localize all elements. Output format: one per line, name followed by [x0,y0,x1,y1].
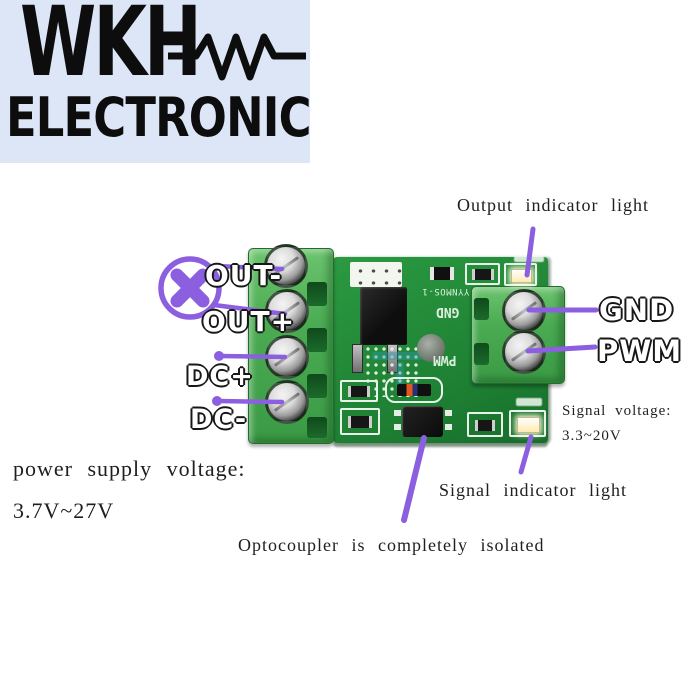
callout-optocoupler: Optocoupler is completely isolated [238,535,545,555]
callout-line-optocoupler [401,435,427,523]
diode-box [385,377,443,403]
trace-highlight [372,352,422,360]
solder-pad [394,410,401,416]
terminal-screw-dc-minus [265,380,309,424]
silkscreen-gnd-text: GND [436,304,460,319]
silkscreen-marking [514,256,544,262]
solder-pad [394,424,401,430]
callout-signal-voltage-title: Signal voltage: [562,403,672,419]
solder-pad [445,424,452,430]
smd-resistor-box [340,380,378,402]
smd-diode [397,384,431,396]
terminal-notch [307,417,327,438]
terminal-notch [307,374,327,398]
terminal-notch [307,282,327,306]
solder-pad [445,410,452,416]
smd-component [430,267,454,280]
trace-highlight [396,362,404,388]
signal-led-box [509,410,546,437]
silkscreen-pwm-text: PWM [433,352,457,367]
terminal-notch [474,343,489,365]
terminal-notch [474,298,489,320]
resistor-zigzag-icon [168,33,306,81]
mosfet-chip [360,287,407,345]
cross-x-icon [170,268,210,308]
callout-output-indicator: Output indicator light [457,195,649,215]
pin-label-dc-plus: DC+ [186,361,254,392]
pin-label-pwm: PWM [597,334,683,368]
optocoupler-ic [402,406,443,437]
silkscreen-marking [516,398,542,406]
output-led-box [504,263,537,286]
output-indicator-led [511,269,532,283]
smd-resistor-box [467,412,503,437]
terminal-screw-out-minus [264,244,308,288]
pin-label-dc-minus: DC- [190,404,248,435]
callout-power-supply-range: 3.7V~27V [13,498,115,523]
brand-subtitle-text: ELECTRONIC [6,86,311,149]
brand-logo: WKH ELECTRONIC [0,0,311,163]
signal-indicator-led [517,417,540,433]
callout-signal-voltage-range: 3.3~20V [562,428,622,444]
mounting-spot [417,334,445,362]
pin-label-out-minus: OUT- [205,259,283,292]
callout-power-supply-title: power supply voltage: [13,456,246,481]
pin-label-out-plus: OUT+ [202,305,296,338]
cross-x-icon [170,268,210,308]
pin-label-gnd: GND [599,293,675,327]
mosfet-leg [352,344,363,373]
terminal-screw-pwm [502,330,546,374]
callout-dot [214,351,224,361]
terminal-notch [307,328,327,352]
smd-resistor-box [340,408,380,435]
solder-pad-block [350,262,402,287]
terminal-screw-dc-plus [265,335,309,379]
silkscreen-model-text: YYNMOS-1 [422,286,470,296]
brand-text: WKH [20,0,202,98]
callout-signal-indicator: Signal indicator light [439,480,627,500]
smd-resistor-box [465,263,500,285]
terminal-screw-gnd [502,289,546,333]
